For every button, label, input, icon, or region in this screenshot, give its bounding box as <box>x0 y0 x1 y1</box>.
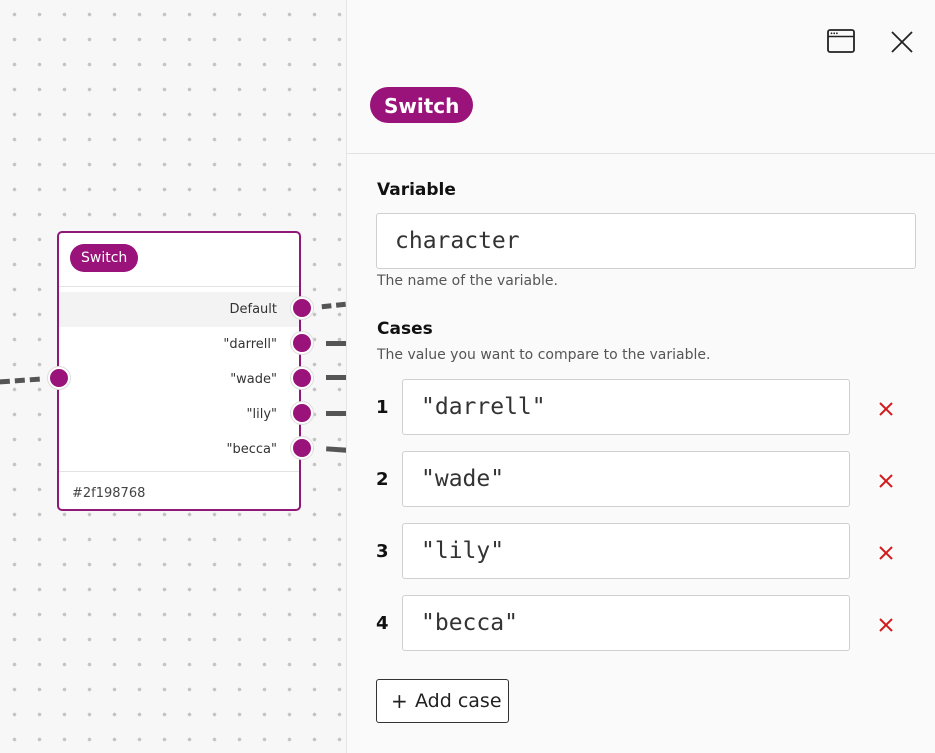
output-port-wade[interactable] <box>291 367 313 389</box>
node-id: #2f198768 <box>72 486 146 501</box>
delete-icon[interactable] <box>877 472 895 490</box>
case-input[interactable]: "wade" <box>402 451 850 507</box>
node-output-row: Default <box>59 292 299 327</box>
node-output-row: "darrell" <box>223 337 277 352</box>
node-output-row: "lily" <box>246 407 278 422</box>
case-number: 3 <box>376 541 389 562</box>
add-case-label: Add case <box>415 690 502 712</box>
cases-label: Cases <box>377 319 433 339</box>
plus-icon: + <box>391 689 408 713</box>
variable-label: Variable <box>377 180 456 200</box>
flow-canvas[interactable]: Switch Default "darrell" "wade" "lily" "… <box>0 0 346 753</box>
output-port-becca[interactable] <box>291 437 313 459</box>
node-output-row: "becca" <box>226 442 277 457</box>
add-case-button[interactable]: + Add case <box>376 679 509 723</box>
case-number: 2 <box>376 469 389 490</box>
properties-panel: Switch Variable character The name of th… <box>346 0 935 753</box>
output-wire-becca <box>325 446 346 458</box>
delete-icon[interactable] <box>877 616 895 634</box>
output-wire-default <box>321 301 346 315</box>
input-port[interactable] <box>48 367 70 389</box>
cases-help: The value you want to compare to the var… <box>377 347 711 363</box>
output-port-lily[interactable] <box>291 402 313 424</box>
close-icon[interactable] <box>890 30 914 54</box>
output-port-darrell[interactable] <box>291 332 313 354</box>
case-input[interactable]: "darrell" <box>402 379 850 435</box>
node-output-row: "wade" <box>230 372 277 387</box>
node-divider <box>59 471 299 472</box>
output-wire-wade <box>326 375 346 385</box>
panel-type-badge: Switch <box>370 87 474 123</box>
output-wire-darrell <box>326 341 346 351</box>
node-type-badge: Switch <box>70 244 139 272</box>
case-input[interactable]: "lily" <box>402 523 850 579</box>
output-wire-lily <box>326 411 346 421</box>
switch-node[interactable]: Switch Default "darrell" "wade" "lily" "… <box>57 231 301 511</box>
window-icon[interactable] <box>827 29 855 53</box>
case-input[interactable]: "becca" <box>402 595 850 651</box>
variable-input[interactable]: character <box>376 213 916 269</box>
node-divider <box>59 286 299 287</box>
delete-icon[interactable] <box>877 400 895 418</box>
panel-divider <box>347 153 935 154</box>
delete-icon[interactable] <box>877 544 895 562</box>
input-wire <box>0 376 41 390</box>
variable-help: The name of the variable. <box>377 273 558 289</box>
case-number: 4 <box>376 613 389 634</box>
case-number: 1 <box>376 397 389 418</box>
output-port-default[interactable] <box>291 297 313 319</box>
